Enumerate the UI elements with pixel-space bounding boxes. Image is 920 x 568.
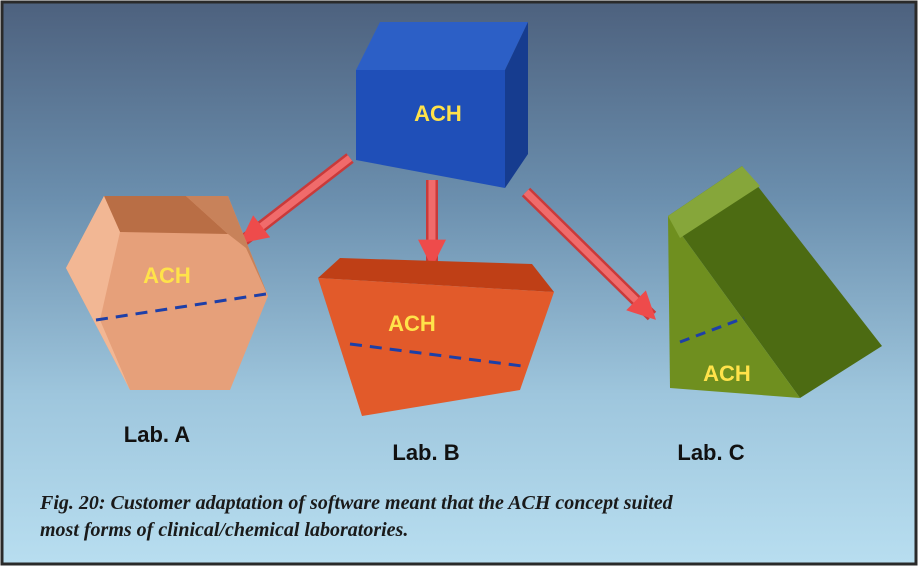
lab-b-trapezoid-shape: ACH bbox=[318, 258, 554, 416]
lab-c-prism-shape: ACH bbox=[668, 166, 882, 398]
lab-c-ach-label: ACH bbox=[703, 361, 751, 386]
lab-a-hexagon-shape: ACH bbox=[66, 196, 268, 390]
lab-a-ach-label: ACH bbox=[143, 263, 191, 288]
arrow-to-lab-a bbox=[239, 153, 354, 245]
source-ach-box: ACH bbox=[356, 22, 528, 188]
arrow-to-lab-c bbox=[521, 187, 657, 321]
source-ach-label: ACH bbox=[414, 101, 462, 126]
lab-c-dashed-line bbox=[679, 316, 745, 344]
figure-caption-line-1: Fig. 20: Customer adaptation of software… bbox=[39, 492, 674, 514]
lab-a-dashed-line bbox=[95, 292, 267, 322]
figure-caption-line-2: most forms of clinical/chemical laborato… bbox=[40, 519, 408, 541]
lab-b-ach-label: ACH bbox=[388, 311, 436, 336]
lab-b-dashed-line bbox=[349, 342, 523, 368]
lab-c-caption: Lab. C bbox=[677, 440, 744, 465]
lab-b-caption: Lab. B bbox=[392, 440, 459, 465]
lab-a-caption: Lab. A bbox=[124, 422, 191, 447]
